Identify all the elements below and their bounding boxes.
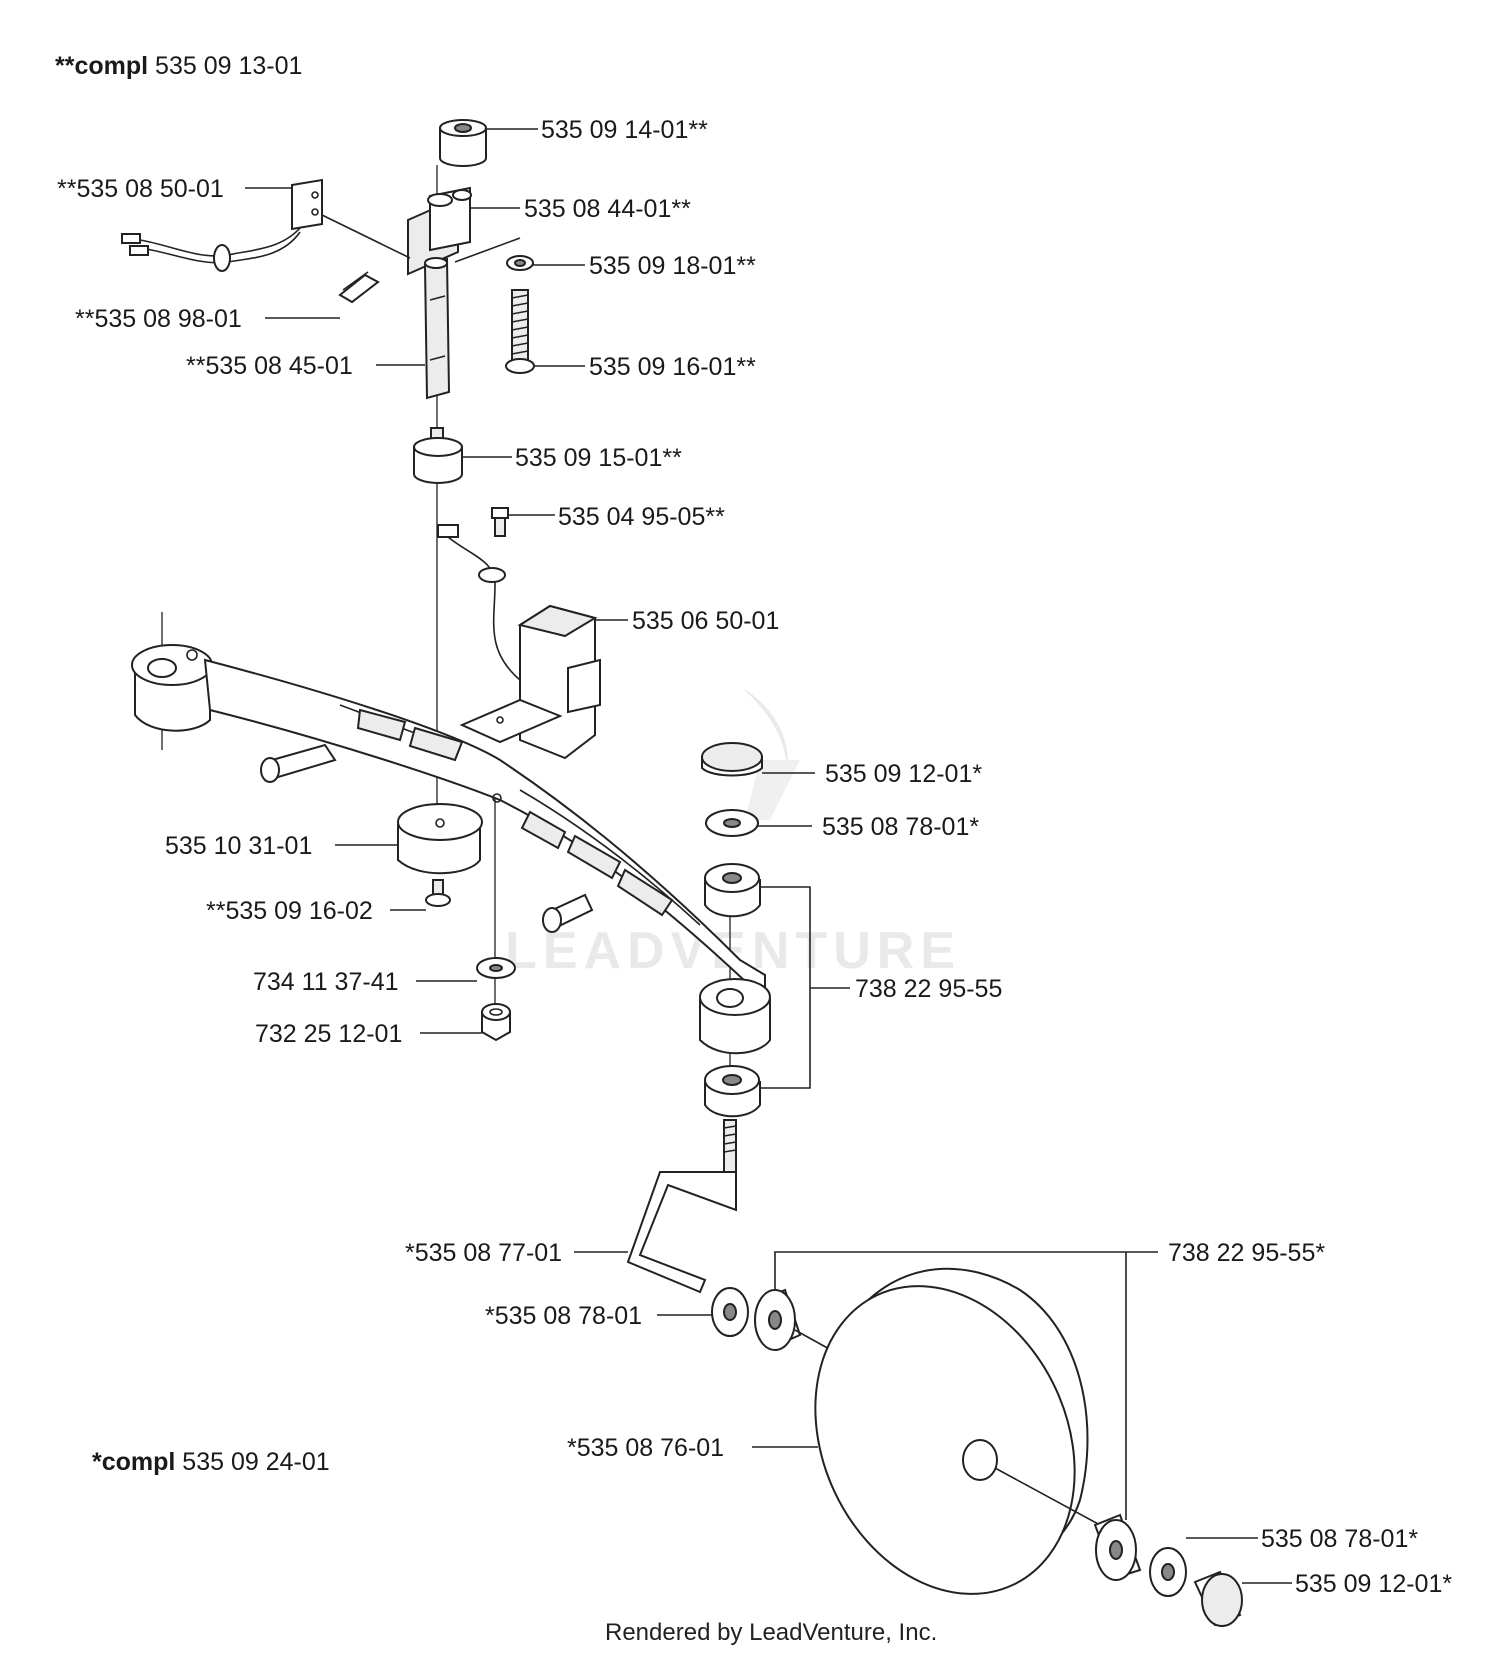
part-label: 535 10 31-01 [165,832,312,860]
part-label: 738 22 95-55* [1168,1239,1325,1267]
part-label: 535 09 12-01* [1295,1570,1452,1598]
part-label: 535 08 78-01* [822,813,979,841]
watermark-text: LEADVENTURE [505,922,961,980]
part-label: **535 08 98-01 [75,305,242,333]
part-label: **535 08 45-01 [186,352,353,380]
part-label: 535 09 18-01** [589,252,756,280]
part-label: 535 09 12-01* [825,760,982,788]
part-sensor-wire [121,178,411,272]
part-label: *535 08 76-01 [567,1434,724,1462]
watermark-logo [744,689,800,820]
part-label: 535 09 16-01** [589,353,756,381]
part-washer-nut [476,957,516,1042]
part-label: 734 11 37-41 [253,968,399,996]
part-label: **535 08 50-01 [57,175,224,203]
part-label: 535 08 44-01** [524,195,691,223]
assembly-header-bottom: *compl 535 09 24-01 [92,1448,330,1476]
part-clip [338,271,380,304]
part-label: 535 09 14-01** [541,116,708,144]
part-screw-small [491,507,509,537]
part-motor-unit [437,524,601,760]
part-shaft [423,257,451,400]
part-label: *535 08 78-01 [485,1302,642,1330]
part-label: 732 25 12-01 [255,1020,402,1048]
part-axle-arm [131,644,771,1055]
part-crank-axle [626,1119,737,1294]
leader-lines [245,128,1292,1584]
part-screw-hub [425,879,451,907]
part-label: 738 22 95-55 [855,975,1002,1003]
part-label: 535 04 95-05** [558,503,725,531]
part-label: 535 09 15-01** [515,444,682,472]
part-label: *535 08 77-01 [405,1239,562,1267]
assembly-header-top: **compl 535 09 13-01 [55,52,302,80]
part-label: **535 09 16-02 [206,897,373,925]
part-washer-screw [505,255,535,374]
part-bushing-lower [413,427,463,484]
part-wheel-assembly [711,1267,1243,1627]
part-right-stack [701,742,763,1118]
part-label: 535 08 78-01* [1261,1525,1418,1553]
part-bushing-top [439,119,487,167]
part-label: 535 06 50-01 [632,607,779,635]
footer-credit: Rendered by LeadVenture, Inc. [605,1619,937,1646]
part-bracket [407,186,521,276]
